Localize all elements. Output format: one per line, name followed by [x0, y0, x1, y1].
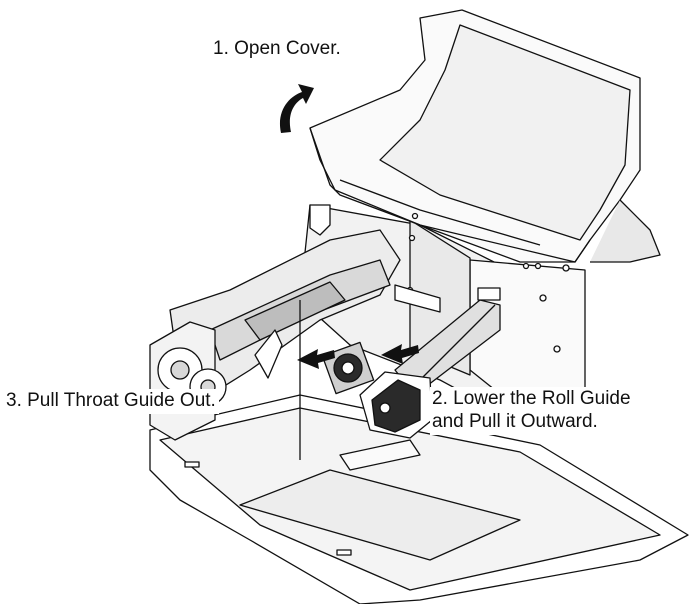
step2-roll-guide-label: 2. Lower the Roll Guide and Pull it Outw… — [430, 387, 635, 435]
base-tray — [149, 394, 689, 605]
step1-open-cover-label: 1. Open Cover. — [213, 38, 341, 59]
step2-line2: and Pull it Outward. — [432, 411, 598, 432]
left-arrow-icon — [381, 344, 419, 364]
left-arrow-icon — [297, 349, 335, 369]
step2-line1: 2. Lower the Roll Guide — [432, 388, 631, 409]
step3-throat-guide-label: 3. Pull Throat Guide Out. — [6, 389, 219, 414]
roll-guide — [339, 287, 501, 471]
print-mechanism — [149, 204, 441, 460]
curved-arrow-icon — [279, 84, 314, 133]
open-cover — [309, 9, 661, 270]
